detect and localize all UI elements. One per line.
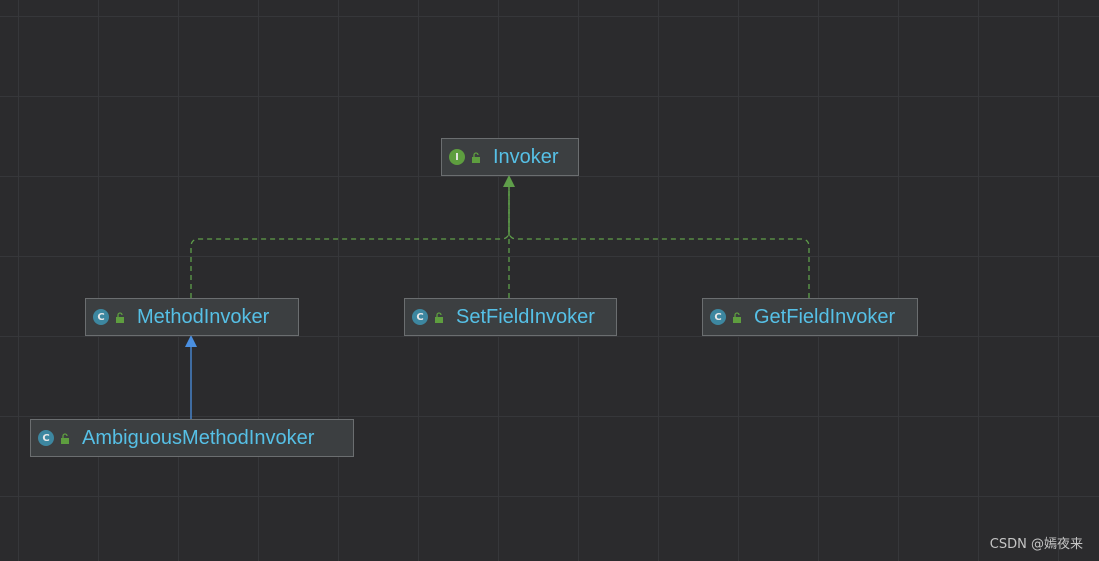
class-icon: C: [93, 309, 109, 325]
public-lock-icon: [469, 149, 483, 165]
class-icon: C: [710, 309, 726, 325]
watermark: CSDN @嫣夜来: [989, 537, 1083, 552]
edge-getfieldinvoker-implements-invoker: [508, 183, 810, 298]
node-label: MethodInvoker: [137, 305, 270, 328]
public-lock-icon: [113, 309, 127, 325]
node-label: AmbiguousMethodInvoker: [82, 426, 315, 449]
node-methodinvoker[interactable]: C MethodInvoker: [85, 298, 299, 336]
arrowhead-methodinvoker: [185, 335, 197, 347]
node-getfieldinvoker[interactable]: C GetFieldInvoker: [702, 298, 918, 336]
node-label: GetFieldInvoker: [754, 305, 896, 328]
node-label: SetFieldInvoker: [456, 305, 595, 328]
interface-icon: I: [449, 149, 465, 165]
node-invoker[interactable]: I Invoker: [441, 138, 579, 176]
public-lock-icon: [58, 430, 72, 446]
class-icon: C: [38, 430, 54, 446]
arrowhead-invoker: [503, 175, 515, 187]
node-setfieldinvoker[interactable]: C SetFieldInvoker: [404, 298, 617, 336]
public-lock-icon: [432, 309, 446, 325]
node-ambiguousmethodinvoker[interactable]: C AmbiguousMethodInvoker: [30, 419, 354, 457]
public-lock-icon: [730, 309, 744, 325]
edge-methodinvoker-implements-invoker: [190, 183, 510, 298]
class-icon: C: [412, 309, 428, 325]
node-label: Invoker: [493, 145, 559, 168]
